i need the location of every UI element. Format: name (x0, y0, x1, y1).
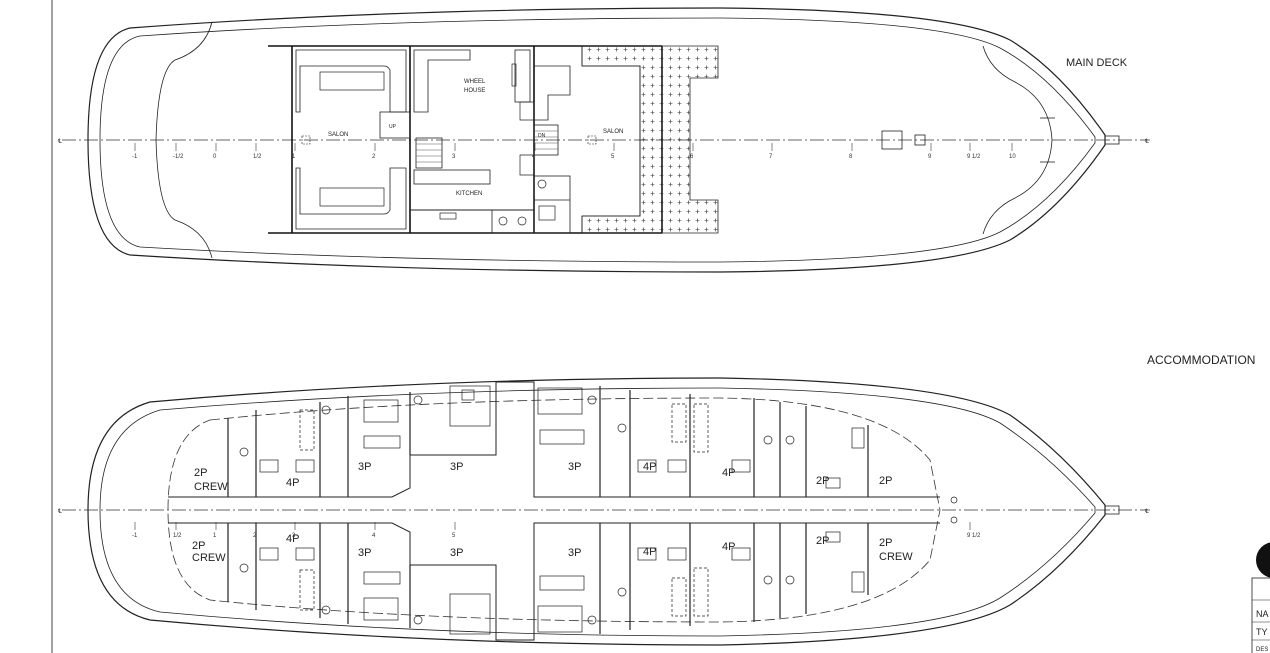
accommodation-hull-inner (99, 387, 1096, 637)
frame-tick-label: 4 (372, 533, 376, 539)
label-crew-tl-2p: 2P (194, 467, 207, 479)
frame-tick-label: 2 (372, 154, 376, 160)
title-block-row-des: DES (1256, 647, 1268, 653)
label-cabin-3p-b1: 3P (358, 547, 371, 559)
label-cabin-3p-b2: 3P (450, 547, 463, 559)
frame-tick-label: -1/2 (173, 154, 184, 160)
label-crew-tl-crew: CREW (194, 481, 228, 493)
main-deck-hull-inner (99, 17, 1096, 263)
frame-tick-label: 9 1/2 (967, 533, 981, 539)
svg-text:℄: ℄ (57, 509, 62, 515)
label-cabin-3p-t3: 3P (568, 461, 581, 473)
frame-tick-label: 9 1/2 (967, 154, 981, 160)
label-crew-bl-2p: 2P (192, 540, 205, 552)
frame-tick-label: 3 (452, 154, 456, 160)
frame-tick-label: 8 (849, 154, 853, 160)
svg-text:℄: ℄ (1144, 509, 1149, 515)
accommodation-hull-outer (87, 377, 1106, 646)
label-cabin-4p-b3: 4P (722, 541, 735, 553)
accommodation-title: ACCOMMODATION (1147, 353, 1255, 367)
frame-tick-label: -1 (132, 154, 138, 160)
accommodation-frame-ticks: -1 1/2 1 2 3 4 5 9 1/2 (132, 522, 981, 539)
svg-text:℄: ℄ (57, 139, 62, 145)
label-cabin-2p-t2: 2P (879, 475, 892, 487)
label-salon-aft: SALON (328, 132, 348, 138)
main-deck-title: MAIN DECK (1066, 57, 1128, 69)
label-kitchen: KITCHEN (456, 191, 482, 197)
cabin-partitions (227, 386, 869, 634)
label-stair-down: DN (538, 133, 546, 139)
label-cabin-3p-b3: 3P (568, 547, 581, 559)
label-cabin-4p-b2: 4P (643, 546, 656, 558)
frame-tick-label: 1 (292, 154, 296, 160)
main-deck-hull-outer (87, 7, 1106, 273)
label-salon-fwd: SALON (603, 129, 623, 135)
label-cabin-2p-b1: 2P (816, 535, 829, 547)
frame-tick-label: 1 (213, 533, 217, 539)
frame-tick-label: 10 (1009, 154, 1016, 160)
cabin-furniture (239, 385, 958, 635)
frame-tick-label: 5 (452, 533, 456, 539)
frame-tick-label: 5 (611, 154, 615, 160)
label-cabin-3p-t1: 3P (358, 461, 371, 473)
label-cabin-4p-t2: 4P (643, 461, 656, 473)
frame-tick-label: 6 (690, 154, 694, 160)
accommodation-plan: ℄ ℄ (57, 353, 1255, 646)
accommodation-cabin-outline (167, 397, 941, 623)
title-block: NA TY DES (1251, 542, 1270, 653)
frame-tick-label: -1 (132, 533, 138, 539)
title-block-row-name: NA (1256, 609, 1269, 619)
frame-tick-label: 3 (292, 533, 296, 539)
frame-tick-label: 4 (532, 154, 536, 160)
title-block-row-type: TY (1256, 627, 1268, 637)
frame-tick-label: 9 (928, 154, 932, 160)
label-crew-br: CREW (879, 551, 913, 563)
main-deck-superstructure (268, 45, 926, 234)
label-wheel-house-line1: WHEEL (464, 79, 486, 85)
main-deck-plan: ℄ ℄ (57, 7, 1150, 273)
label-cabin-3p-t2: 3P (450, 461, 463, 473)
frame-tick-label: 2 (253, 533, 257, 539)
frame-tick-label: 1/2 (253, 154, 262, 160)
label-crew-bl-crew: CREW (192, 552, 226, 564)
label-cabin-2p-t1: 2P (816, 475, 829, 487)
label-cabin-4p-t3: 4P (722, 467, 735, 479)
corridor-walls (168, 381, 940, 641)
label-cabin-4p-tl: 4P (286, 477, 299, 489)
label-wheel-house-line2: HOUSE (464, 88, 485, 94)
label-stair-up: UP (389, 124, 397, 130)
label-cabin-2p-b2: 2P (879, 537, 892, 549)
compass-logo-icon (1256, 542, 1270, 578)
frame-tick-label: 7 (769, 154, 773, 160)
main-deck-frame-ticks: -1 -1/2 0 1/2 1 2 3 4 5 6 7 8 9 9 1/2 10 (132, 143, 1016, 160)
label-cabin-4p-bl: 4P (286, 533, 299, 545)
frame-tick-label: 1/2 (173, 533, 182, 539)
svg-text:℄: ℄ (1144, 139, 1149, 145)
frame-tick-label: 0 (213, 154, 217, 160)
